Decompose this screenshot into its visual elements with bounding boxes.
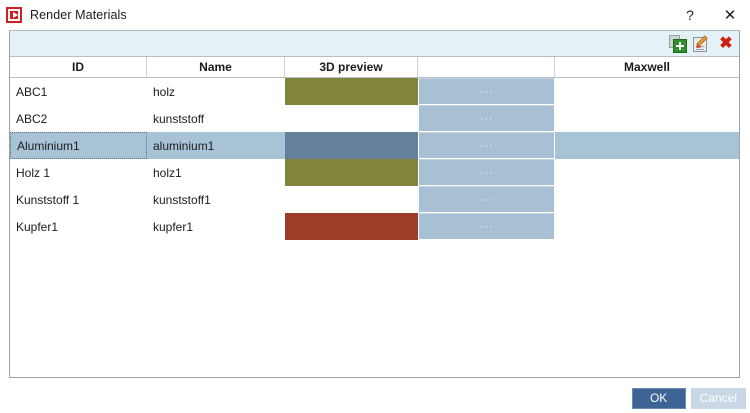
table-header-row: ID Name 3D preview Maxwell: [10, 56, 739, 78]
browse-material-button[interactable]: ···: [418, 132, 555, 159]
cell-preview: [285, 213, 418, 240]
material-swatch: [285, 159, 418, 186]
close-button[interactable]: ✕: [723, 6, 737, 24]
app-icon: [6, 6, 22, 23]
cell-name: kupfer1: [153, 219, 194, 234]
cell-maxwell: [555, 132, 739, 159]
cell-preview: [285, 132, 418, 159]
cell-name: kunststoff1: [153, 192, 211, 207]
browse-material-button[interactable]: ···: [418, 105, 555, 132]
cell-preview: [285, 186, 418, 213]
ok-button[interactable]: OK: [631, 387, 686, 409]
material-swatch: [285, 78, 418, 105]
table-row[interactable]: Holz 1 holz1 ···: [10, 159, 739, 186]
table-row[interactable]: Kupfer1 kupfer1 ···: [10, 213, 739, 240]
material-swatch: [285, 213, 418, 240]
column-header-id[interactable]: ID: [10, 57, 147, 77]
cell-pick: ···: [418, 186, 555, 213]
column-header-maxwell[interactable]: Maxwell: [623, 60, 671, 74]
window-title: Render Materials: [30, 7, 127, 22]
column-header-preview[interactable]: 3D preview: [285, 57, 418, 77]
edit-material-icon[interactable]: [692, 34, 712, 54]
cell-id: Aluminium1: [10, 132, 147, 159]
title-bar: Render Materials ? ✕: [0, 0, 750, 29]
table-row[interactable]: ABC2 kunststoff ···: [10, 105, 739, 132]
cell-name: holz: [153, 84, 176, 99]
browse-material-button[interactable]: ···: [418, 159, 555, 186]
cell-maxwell: [555, 159, 739, 186]
materials-toolbar: ✖: [668, 33, 736, 54]
cell-id: Holz 1: [16, 165, 51, 180]
cell-id: ABC2: [16, 111, 48, 126]
dialog-footer: OK Cancel: [0, 383, 750, 413]
cell-pick: ···: [418, 213, 555, 240]
window-controls: ? ✕: [670, 0, 750, 29]
cell-maxwell: [555, 213, 739, 240]
column-header-pick[interactable]: [418, 57, 555, 77]
cell-id: ABC1: [16, 84, 48, 99]
cell-pick: ···: [418, 105, 555, 132]
cell-name: kunststoff: [153, 111, 205, 126]
column-header-name[interactable]: Name: [147, 57, 285, 77]
browse-material-button[interactable]: ···: [418, 78, 555, 105]
browse-material-button[interactable]: ···: [418, 213, 555, 240]
add-material-icon[interactable]: [668, 34, 688, 54]
cell-pick: ···: [418, 78, 555, 105]
delete-material-icon[interactable]: ✖: [719, 34, 733, 52]
plus-shape: [673, 38, 687, 53]
cell-id: Kunststoff 1: [16, 192, 80, 207]
table-row[interactable]: Aluminium1 aluminium1 ···: [10, 132, 739, 159]
cell-preview: [285, 78, 418, 105]
cell-name: holz1: [153, 165, 182, 180]
table-body: ABC1 holz ··· ABC2 kunststoff ··· Aluminium1 al…: [10, 78, 739, 240]
cell-maxwell: [555, 105, 739, 132]
cell-pick: ···: [418, 132, 555, 159]
cell-id: Kupfer1: [16, 219, 59, 234]
dialog-frame: ✖ ID Name 3D preview Maxwell ABC1 holz ···…: [9, 30, 740, 378]
cell-maxwell: [555, 186, 739, 213]
cell-preview: [285, 105, 418, 132]
cell-preview: [285, 159, 418, 186]
toolbar-strip: ✖: [10, 31, 739, 56]
table-row[interactable]: ABC1 holz ···: [10, 78, 739, 105]
cell-name: aluminium1: [153, 138, 215, 153]
browse-material-button[interactable]: ···: [418, 186, 555, 213]
material-swatch: [285, 132, 418, 159]
cell-maxwell: [555, 78, 739, 105]
cell-pick: ···: [418, 159, 555, 186]
cancel-button[interactable]: Cancel: [690, 387, 746, 409]
help-button[interactable]: ?: [686, 6, 694, 23]
table-row[interactable]: Kunststoff 1 kunststoff1 ···: [10, 186, 739, 213]
